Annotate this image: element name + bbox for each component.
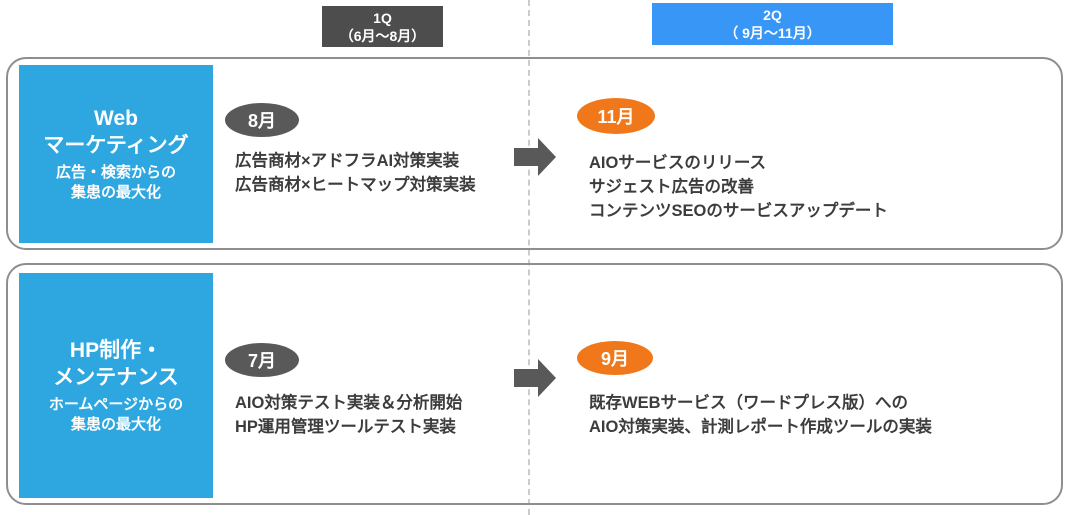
task-list-web-q2: AIOサービスのリリース サジェスト広告の改善 コンテンツSEOのサービスアップ… (589, 151, 888, 223)
q2-header-label: 2Q (763, 7, 782, 23)
q1-header-badge: 1Q （6月～8月） (322, 6, 443, 47)
arrow-right-shape (514, 359, 556, 397)
category-title-line: メンテナンス (53, 365, 179, 389)
task-line: 広告商材×ヒートマップ対策実装 (235, 176, 476, 194)
category-box-hp-maintenance: HP制作・ メンテナンス ホームページからの 集患の最大化 (19, 273, 213, 498)
category-subtitle-line: 集患の最大化 (70, 184, 161, 201)
task-line: AIOサービスのリリース (589, 154, 767, 172)
task-list-hp-q2: 既存WEBサービス（ワードプレス版）への AIO対策実装、計測レポート作成ツール… (589, 391, 932, 439)
arrow-right-icon (514, 138, 556, 176)
month-badge-november: 11月 (577, 98, 655, 134)
q2-header-range: （ 9月～11月） (724, 25, 821, 41)
row-card-web-marketing (6, 57, 1063, 250)
arrow-right-icon (514, 359, 556, 397)
category-title-line: マーケティング (43, 134, 189, 157)
task-line: 既存WEBサービス（ワードプレス版）への (589, 394, 908, 412)
arrow-right-shape (514, 138, 556, 176)
category-title-line: HP制作・ (69, 338, 163, 362)
category-box-web-marketing: Web マーケティング 広告・検索からの 集患の最大化 (19, 65, 213, 243)
month-badge-august: 8月 (225, 103, 299, 137)
category-subtitle-line: 広告・検索からの (55, 164, 176, 181)
row-card-hp-maintenance (6, 263, 1063, 505)
task-line: コンテンツSEOのサービスアップデート (589, 202, 888, 220)
task-line: HP運用管理ツールテスト実装 (235, 418, 456, 436)
category-title-line: Web (94, 107, 138, 130)
task-list-web-q1: 広告商材×アドフラAI対策実装 広告商材×ヒートマップ対策実装 (235, 149, 476, 197)
task-line: 広告商材×アドフラAI対策実装 (235, 152, 460, 170)
task-line: サジェスト広告の改善 (589, 178, 754, 196)
category-subtitle-line: 集患の最大化 (70, 415, 161, 433)
quarter-divider-line (528, 0, 530, 515)
task-line: AIO対策テスト実装＆分析開始 (235, 394, 463, 412)
category-subtitle-line: ホームページからの (48, 395, 184, 413)
month-badge-july: 7月 (225, 343, 299, 377)
task-list-hp-q1: AIO対策テスト実装＆分析開始 HP運用管理ツールテスト実装 (235, 391, 462, 439)
task-line: AIO対策実装、計測レポート作成ツールの実装 (589, 418, 932, 436)
q1-header-label: 1Q (373, 9, 392, 26)
q1-header-range: （6月～8月） (339, 27, 426, 44)
month-badge-september: 9月 (577, 341, 653, 375)
q2-header-badge: 2Q （ 9月～11月） (652, 3, 893, 45)
